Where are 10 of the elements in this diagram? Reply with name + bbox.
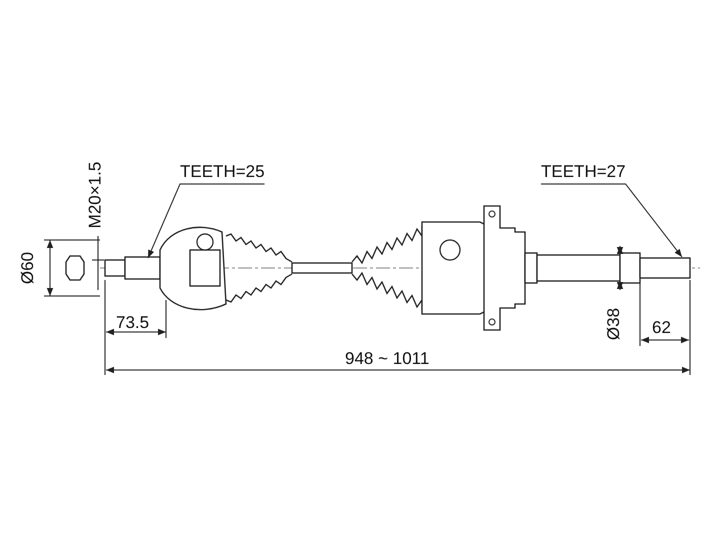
dimension-label: M20×1.5 xyxy=(85,162,106,228)
dimension-label: Ø60 xyxy=(18,252,38,284)
dimension-label: 62 xyxy=(652,318,671,338)
dimension-label: 73.5 xyxy=(116,313,150,333)
dimension-label: Ø38 xyxy=(604,308,624,340)
leader-line xyxy=(540,184,682,258)
dimension-label: 948 ~ 1011 xyxy=(345,349,430,369)
callout-label: TEETH=27 xyxy=(541,162,626,182)
leader-line xyxy=(148,184,266,258)
callout-label: TEETH=25 xyxy=(180,162,265,182)
